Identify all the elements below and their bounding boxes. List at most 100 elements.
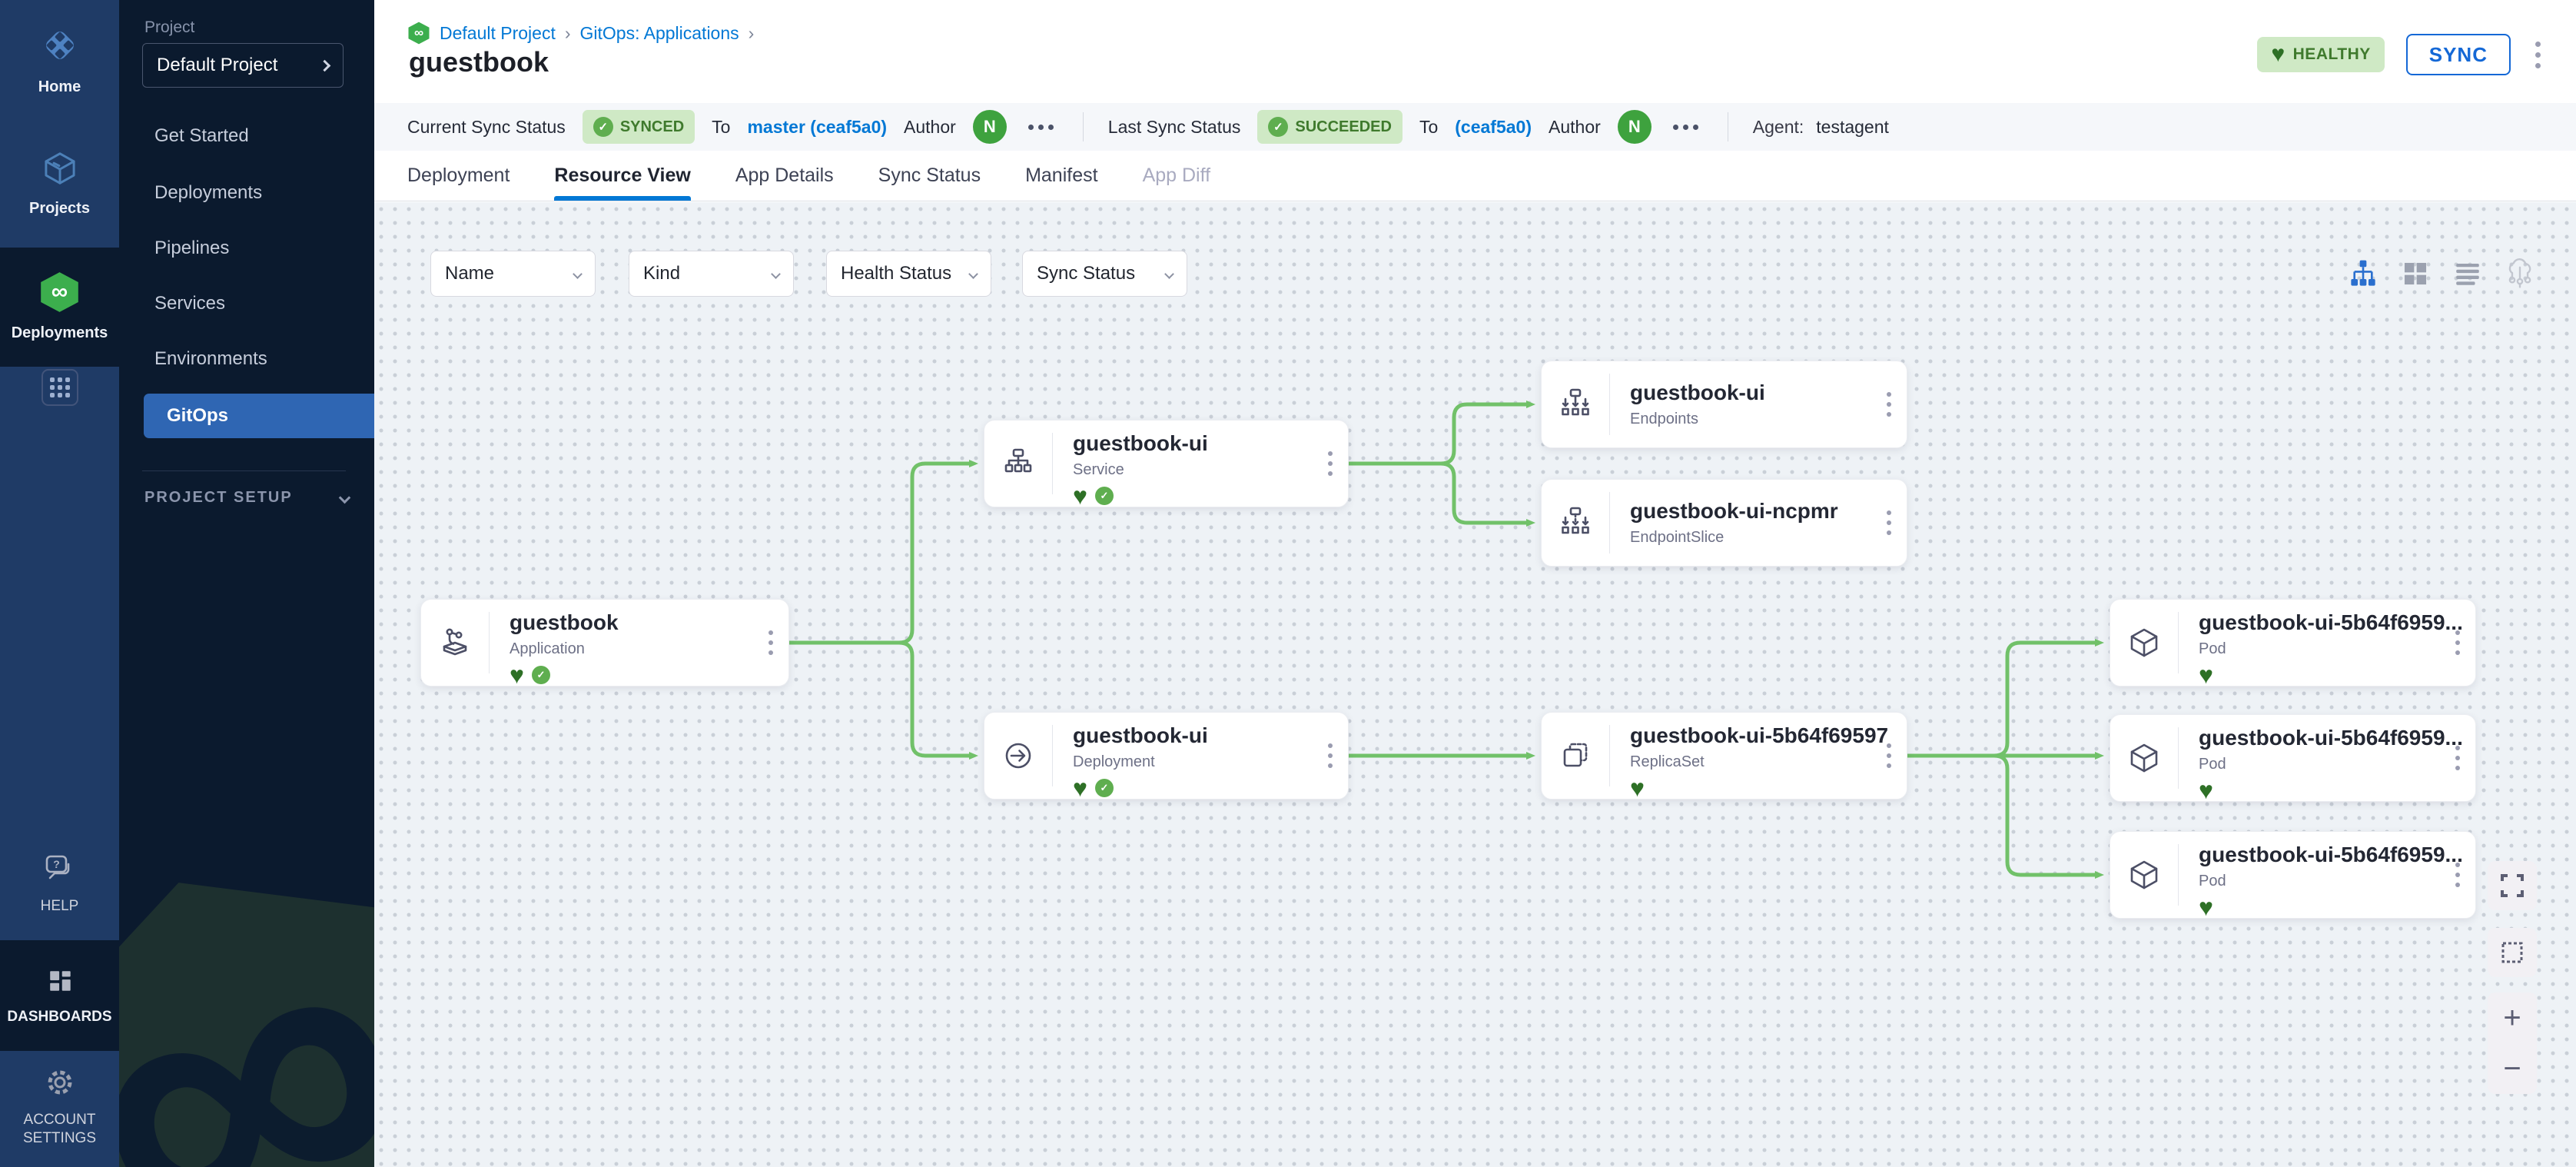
agent-label: Agent: <box>1752 116 1804 137</box>
gear-icon <box>48 1070 71 1095</box>
heart-icon: ♥ <box>2271 42 2286 67</box>
pod-icon <box>2110 715 2178 801</box>
rail-dashboards[interactable]: DASHBOARDS <box>0 940 119 1051</box>
grid-view-icon[interactable] <box>2399 258 2432 290</box>
healthy-heart-icon: ♥ <box>1073 774 1087 802</box>
synced-check-icon: ✓ <box>1095 779 1114 797</box>
node-endpoints-guestbook-ui[interactable]: guestbook-ui Endpoints <box>1541 361 1907 448</box>
node-pod-2[interactable]: guestbook-ui-5b64f6959... Pod ♥ <box>2110 714 2476 803</box>
rail-help[interactable]: ? HELP <box>0 846 119 923</box>
rail-account-settings[interactable]: ACCOUNT SETTINGS <box>0 1059 119 1153</box>
resource-graph-canvas[interactable]: Name Kind Health Status Sync Status <box>374 202 2576 1167</box>
last-target-link[interactable]: (ceaf5a0) <box>1455 116 1532 137</box>
sync-button[interactable]: SYNC <box>2405 34 2511 75</box>
zoom-out-button[interactable]: − <box>2503 1051 2521 1086</box>
synced-badge: ✓ SYNCED <box>582 110 695 144</box>
zoom-control: + − <box>2488 992 2537 1094</box>
zoom-in-button[interactable]: + <box>2503 1000 2521 1035</box>
rail-module-label: Home <box>38 78 81 95</box>
to-label: To <box>712 116 731 137</box>
cluster-view-icon[interactable] <box>2504 258 2536 290</box>
edge-service-to-endpointslice <box>1346 461 1535 527</box>
project-sidebar: ∞ Project Default Project Get Started De… <box>119 0 374 1167</box>
node-deployment-guestbook-ui[interactable]: guestbook-ui Deployment ♥ ✓ <box>984 712 1349 800</box>
node-name: guestbook-ui-5b64f6959... <box>2199 610 2463 634</box>
node-menu-kebab-icon[interactable] <box>1325 740 1336 771</box>
sidebar-divider <box>142 470 346 471</box>
application-icon <box>421 600 489 686</box>
rail-module-home[interactable]: Home <box>0 14 119 106</box>
to-label: To <box>1419 116 1439 137</box>
sidebar-item-gitops[interactable]: GitOps <box>144 394 374 438</box>
selection-box-icon <box>2501 942 2523 963</box>
node-menu-kebab-icon[interactable] <box>2452 859 2463 890</box>
tab-deployment[interactable]: Deployment <box>407 165 510 186</box>
rail-utility-label: DASHBOARDS <box>7 1009 112 1026</box>
node-pod-3[interactable]: guestbook-ui-5b64f6959... Pod ♥ <box>2110 831 2476 919</box>
more-ellipsis-icon[interactable] <box>1024 120 1058 135</box>
node-pod-1[interactable]: guestbook-ui-5b64f6959... Pod ♥ <box>2110 599 2476 687</box>
selection-box-button[interactable] <box>2488 928 2537 977</box>
current-target-link[interactable]: master (ceaf5a0) <box>747 116 888 137</box>
sidebar-item-deployments[interactable]: Deployments <box>154 182 263 203</box>
node-menu-kebab-icon[interactable] <box>1325 448 1336 479</box>
header-actions: ♥ HEALTHY SYNC <box>2257 34 2544 75</box>
node-application-guestbook[interactable]: guestbook Application ♥ ✓ <box>420 599 789 687</box>
filter-sync-status-dropdown[interactable]: Sync Status <box>1022 251 1187 297</box>
tab-resource-view[interactable]: Resource View <box>554 151 692 201</box>
tab-app-details[interactable]: App Details <box>735 165 834 186</box>
module-rail: Home Projects ∞ Deployments ? HELP DASHB… <box>0 0 119 1167</box>
tab-sync-status[interactable]: Sync Status <box>878 165 981 186</box>
rail-module-deployments[interactable]: ∞ Deployments <box>0 248 119 367</box>
node-kind: Pod <box>2199 640 2226 657</box>
author-avatar: N <box>972 110 1007 144</box>
sidebar-item-get-started[interactable]: Get Started <box>154 125 249 146</box>
node-name: guestbook-ui-5b64f6959... <box>2199 843 2463 866</box>
module-switcher-button[interactable] <box>41 369 78 406</box>
sidebar-item-pipelines[interactable]: Pipelines <box>154 238 230 258</box>
node-name: guestbook <box>510 610 619 634</box>
view-mode-toolbar <box>2347 258 2536 290</box>
node-menu-kebab-icon[interactable] <box>765 627 776 658</box>
check-icon: ✓ <box>1268 117 1289 137</box>
filter-health-status-dropdown[interactable]: Health Status <box>826 251 991 297</box>
node-endpointslice-guestbook-ui-ncpmr[interactable]: guestbook-ui-ncpmr EndpointSlice <box>1541 479 1907 567</box>
breadcrumb-link-applications[interactable]: GitOps: Applications <box>579 22 739 43</box>
healthy-heart-icon: ♥ <box>510 661 524 689</box>
breadcrumb-link-project[interactable]: Default Project <box>440 22 556 43</box>
gitops-logo-icon: ∞ <box>408 22 430 45</box>
svg-text:?: ? <box>53 858 60 870</box>
fit-view-button[interactable] <box>2488 861 2537 910</box>
sidebar-item-services[interactable]: Services <box>154 293 226 314</box>
sidebar-item-environments[interactable]: Environments <box>154 348 267 369</box>
harness-watermark-infinity: ∞ <box>119 805 374 1167</box>
node-replicaset-guestbook-ui-5b64f69597[interactable]: guestbook-ui-5b64f69597 ReplicaSet ♥ <box>1541 712 1907 800</box>
apps-grid-icon <box>49 377 70 397</box>
sync-status-bar: Current Sync Status ✓ SYNCED To master (… <box>374 103 2576 151</box>
node-menu-kebab-icon[interactable] <box>2452 627 2463 658</box>
project-selector[interactable]: Default Project <box>142 43 344 88</box>
main-content: ∞ Default Project › GitOps: Applications… <box>374 0 2576 1167</box>
more-ellipsis-icon[interactable] <box>1668 120 1703 135</box>
healthy-heart-icon: ♥ <box>2199 893 2213 921</box>
node-menu-kebab-icon[interactable] <box>1884 507 1894 538</box>
node-menu-kebab-icon[interactable] <box>2452 743 2463 773</box>
node-name: guestbook-ui <box>1073 723 1208 747</box>
filter-name-dropdown[interactable]: Name <box>430 251 596 297</box>
agent-value: testagent <box>1816 116 1889 137</box>
project-setup-toggle[interactable]: PROJECT SETUP <box>144 489 351 507</box>
tree-view-icon[interactable] <box>2347 258 2379 290</box>
filter-kind-dropdown[interactable]: Kind <box>629 251 794 297</box>
page-header: ∞ Default Project › GitOps: Applications… <box>374 0 2576 103</box>
list-view-icon[interactable] <box>2452 258 2484 290</box>
node-menu-kebab-icon[interactable] <box>1884 740 1894 771</box>
node-menu-kebab-icon[interactable] <box>1884 389 1894 420</box>
node-service-guestbook-ui[interactable]: guestbook-ui Service ♥ ✓ <box>984 420 1349 508</box>
synced-check-icon: ✓ <box>1095 487 1114 505</box>
app-menu-kebab-icon[interactable] <box>2532 38 2544 71</box>
dashboards-icon <box>49 971 71 991</box>
replicaset-icon <box>1542 713 1609 799</box>
rail-module-projects[interactable]: Projects <box>0 137 119 229</box>
health-status-badge: ♥ HEALTHY <box>2257 37 2385 72</box>
tab-manifest[interactable]: Manifest <box>1025 165 1098 186</box>
